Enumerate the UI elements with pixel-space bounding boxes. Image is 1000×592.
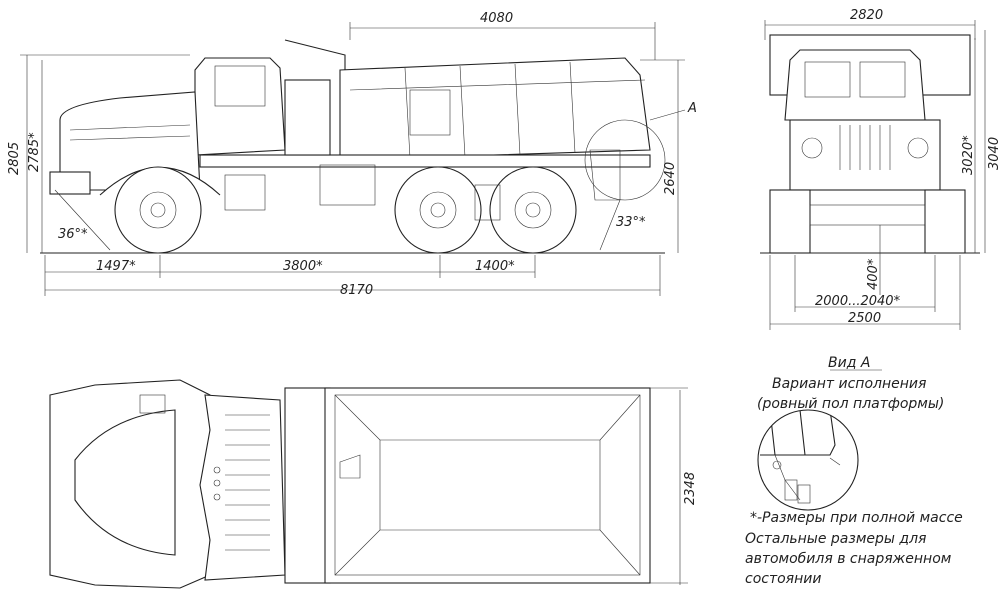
notes: *-Размеры при полной массе Остальные раз… [745,510,963,587]
dim-height-front: 3040 [987,137,1000,170]
top-dimensions: 2348 [650,387,698,585]
front-dimensions: 2820 3040 3020* 400* 2000...2040* 2500 [764,8,1000,330]
wheel-rear-1 [394,166,482,254]
view-a: Вид А Вариант исполнения (ровный пол пла… [757,355,944,511]
dim-overall-length: 8170 [340,283,373,298]
dim-platform-length: 4080 [480,11,513,26]
wheel-rear-2 [489,166,577,254]
dim-height-empty: 2805 [7,142,22,175]
dim-height-front-loaded: 3020* [961,135,976,175]
dim-departure-angle: 33°* [616,215,646,230]
note-other-1: Остальные размеры для [745,531,926,547]
dim-platform-height: 2640 [663,162,678,195]
dim-wheelbase: 3800* [283,259,323,274]
side-view [40,39,666,254]
dim-overall-width: 2500 [848,311,881,326]
dim-height-loaded: 2785* [27,132,42,172]
note-asterisk: *-Размеры при полной массе [750,510,963,526]
dim-approach-angle: 36°* [58,227,88,242]
dim-ground-clearance: 400* [866,258,881,290]
view-a-title: Вид А [828,355,870,371]
dim-width-front-top: 2820 [850,8,883,23]
dim-track: 2000...2040* [815,294,901,309]
view-a-subtitle-1: Вариант исполнения [772,376,926,392]
view-a-subtitle-2: (ровный пол платформы) [757,396,944,412]
front-view [760,34,980,254]
side-dimensions: 4080 2805 2785* 2640 A 36°* 33°* 1497* 3… [7,11,697,298]
view-a-label: A [687,101,697,116]
dim-front-overhang: 1497* [96,259,136,274]
dim-platform-width: 2348 [683,472,698,505]
top-view [49,379,651,589]
dim-rear-axle-spacing: 1400* [475,259,515,274]
note-other-2: автомобиля в снаряженном [745,551,952,567]
note-other-3: состоянии [745,571,821,587]
view-a-marker-circle [584,119,666,201]
wheel-front [114,166,202,254]
